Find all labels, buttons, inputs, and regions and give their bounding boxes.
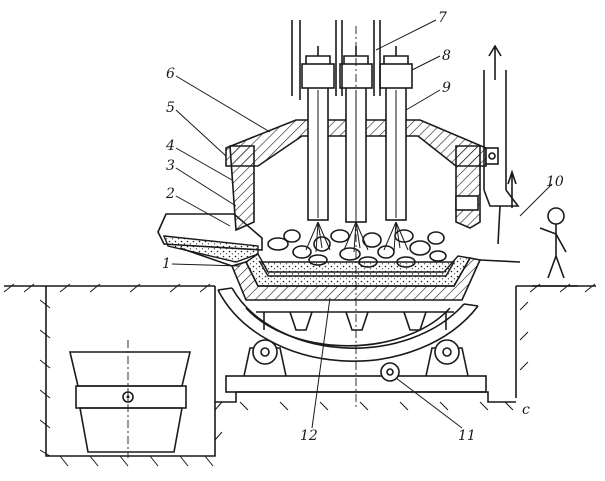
exhaust-duct: [483, 44, 520, 245]
label-7: 7: [438, 10, 447, 26]
callout-labels: 1 2 3 4 5 6 7 8 9 10 11 12: [162, 10, 564, 444]
leader-lines: [171, 19, 553, 429]
rocker-cradle: [217, 287, 479, 362]
label-2: 2: [165, 186, 175, 202]
label-1: 1: [162, 256, 171, 272]
charge: [258, 221, 456, 277]
label-3: 3: [166, 158, 175, 174]
scrap-pieces: [267, 229, 447, 268]
label-11: 11: [458, 428, 476, 444]
electrode-holder-right: [379, 63, 413, 89]
tilt-roller: [380, 362, 400, 382]
label-6: 6: [166, 66, 175, 82]
electrodes: [291, 20, 413, 223]
furnace-roof: [225, 119, 487, 167]
label-5: 5: [166, 100, 175, 116]
label-9: 9: [442, 80, 451, 96]
furnace-shell: [179, 247, 521, 301]
label-12: 12: [300, 428, 318, 444]
label-8: 8: [442, 48, 451, 64]
ladle: [68, 340, 192, 458]
operator-figure: [532, 207, 578, 287]
electrode-holder-left: [301, 63, 335, 89]
bottom-supports: [256, 311, 454, 331]
label-4: 4: [165, 138, 175, 154]
base-frame: [225, 339, 487, 393]
ground-mark-c: c: [522, 402, 530, 418]
label-10: 10: [546, 174, 564, 190]
arcs: [305, 221, 409, 253]
